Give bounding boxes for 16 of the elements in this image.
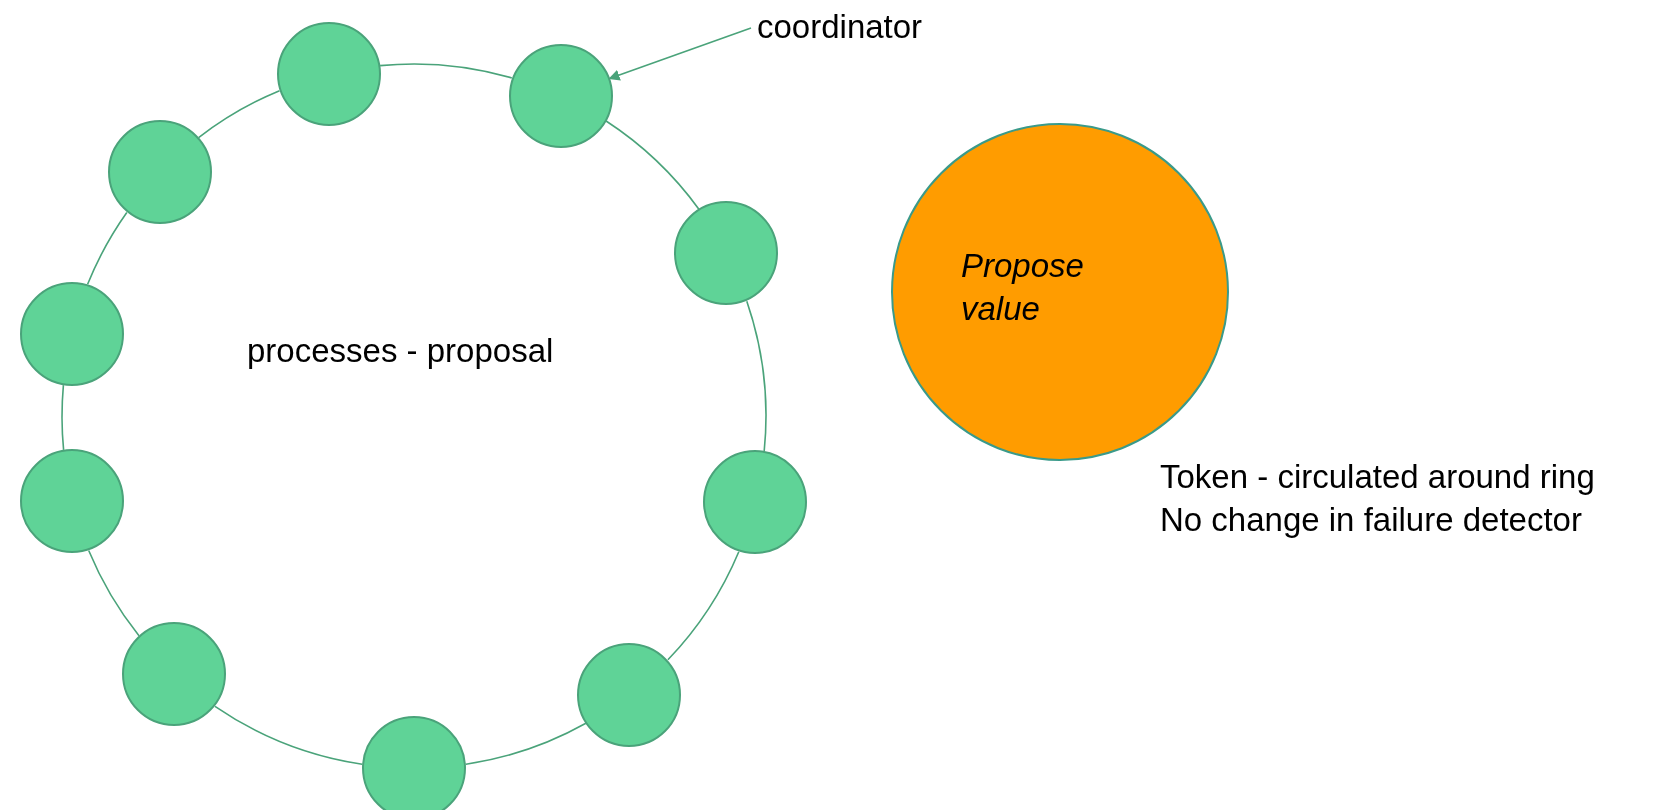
note-text: processes - proposal (247, 331, 554, 371)
ring-arc (465, 722, 587, 765)
leader-arrow (608, 27, 752, 81)
callout-label: coordinator (757, 6, 923, 49)
ring-arc (605, 120, 700, 210)
note-text: No change in failure detector (1160, 500, 1582, 540)
ring-arc (214, 705, 363, 765)
ring-arc (87, 549, 140, 637)
ring-arc (746, 300, 767, 452)
ring-arc (379, 63, 513, 79)
ring-arc (197, 89, 281, 139)
note-text: Token - circulated around ring (1160, 457, 1595, 497)
token-text: Propose value (961, 246, 1085, 329)
ring-arc (86, 211, 128, 286)
ring-arc (61, 384, 65, 451)
ring-arc (667, 550, 740, 661)
